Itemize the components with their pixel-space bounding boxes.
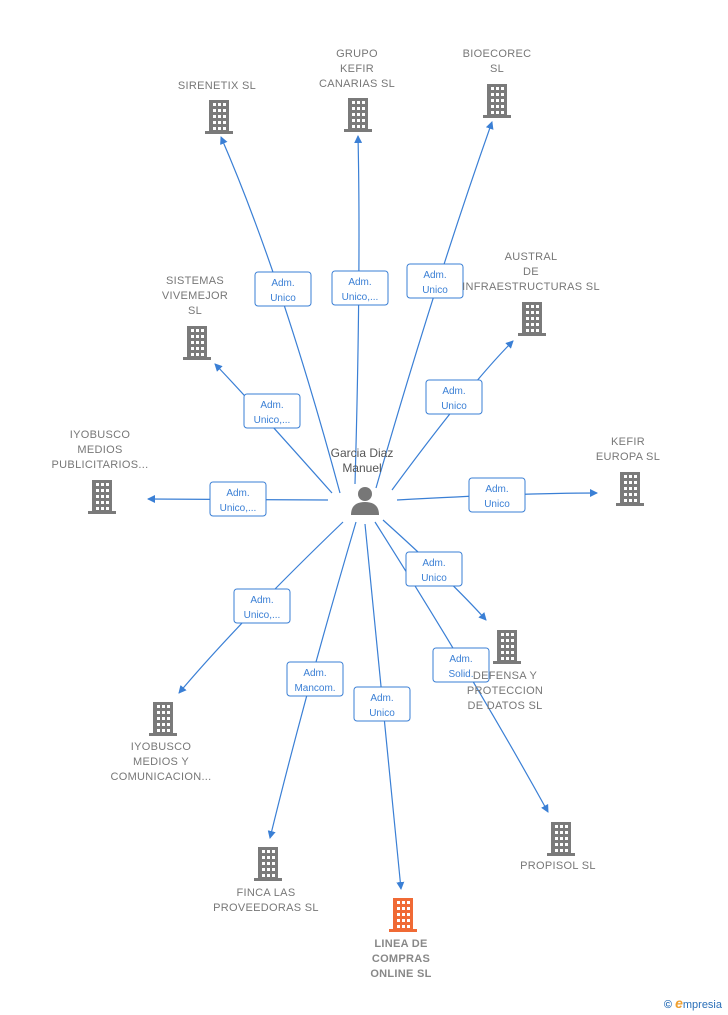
person-icon[interactable] <box>351 487 379 515</box>
role-text: Mancom. <box>294 683 335 694</box>
company-label-iyobusco-comunicacion: IYOBUSCO MEDIOS Y COMUNICACION... <box>110 741 212 783</box>
person-name: Garcia Diaz Manuel <box>330 446 394 475</box>
role-text: Unico <box>484 499 510 510</box>
role-badge[interactable]: Adm. Unico,... <box>331 270 389 306</box>
role-text: Unico <box>369 708 395 719</box>
company-label-defensa: DEFENSA Y PROTECCION DE DATOS SL <box>466 670 544 712</box>
company-label-linea: LINEA DE COMPRAS ONLINE SL <box>370 938 432 980</box>
role-text: Adm. <box>250 595 273 606</box>
footer-brand: © empresia <box>664 995 722 1011</box>
role-text: Adm. <box>370 693 393 704</box>
role-text: Unico,... <box>220 503 257 514</box>
role-badge[interactable]: Adm. Unico <box>353 686 411 722</box>
company-label-sistemas-vivemejor: SISTEMAS VIVEMEJOR SL <box>161 275 229 317</box>
building-icon[interactable] <box>344 98 372 132</box>
building-icon[interactable] <box>88 480 116 514</box>
building-icon[interactable] <box>183 326 211 360</box>
role-text: Adm. <box>271 278 294 289</box>
role-text: Adm. <box>422 558 445 569</box>
role-badge[interactable]: Adm. Unico <box>406 263 464 299</box>
role-text: Unico <box>421 573 447 584</box>
role-badge[interactable]: Adm. Unico,... <box>233 588 291 624</box>
relation-edge <box>375 121 494 489</box>
relation-edge <box>354 135 363 485</box>
role-text: Adm. <box>485 484 508 495</box>
building-icon[interactable] <box>483 84 511 118</box>
company-label-kefir-europa: KEFIR EUROPA SL <box>595 436 661 463</box>
role-badge[interactable]: Adm. Solid. <box>432 647 490 683</box>
role-text: Unico,... <box>254 415 291 426</box>
company-label-grupo-kefir: GRUPO KEFIR CANARIAS SL <box>318 48 396 90</box>
company-label-finca: FINCA LAS PROVEEDORAS SL <box>213 887 319 914</box>
role-text: Unico <box>270 293 296 304</box>
building-icon[interactable] <box>254 847 282 881</box>
role-badge[interactable]: Adm. Unico <box>254 271 312 307</box>
role-text: Adm. <box>442 386 465 397</box>
role-badge[interactable]: Adm. Unico,... <box>209 481 267 517</box>
role-badge[interactable]: Adm. Unico <box>405 551 463 587</box>
company-label-bioecorec: BIOECOREC SL <box>462 48 532 75</box>
role-text: Unico <box>422 285 448 296</box>
building-icon[interactable] <box>149 702 177 736</box>
company-label-propisol: PROPISOL SL <box>520 860 596 872</box>
brand-name: mpresia <box>682 999 722 1011</box>
company-label-iyobusco-publicitarios: IYOBUSCO MEDIOS PUBLICITARIOS... <box>51 429 149 471</box>
role-text: Unico <box>441 401 467 412</box>
role-text: Adm. <box>260 400 283 411</box>
role-badge[interactable]: Adm. Mancom. <box>286 661 344 697</box>
company-label-sirenetix: SIRENETIX SL <box>177 80 257 92</box>
role-text: Unico,... <box>244 610 281 621</box>
role-badge[interactable]: Adm. Unico <box>425 379 483 415</box>
copyright-symbol: © <box>663 999 673 1011</box>
building-icon[interactable] <box>518 302 546 336</box>
building-icon[interactable] <box>205 100 233 134</box>
building-icon[interactable] <box>547 822 575 856</box>
role-badge[interactable]: Adm. Unico,... <box>243 393 301 429</box>
role-badge[interactable]: Adm. Unico <box>468 477 526 513</box>
role-text: Adm. <box>226 488 249 499</box>
building-icon[interactable] <box>493 630 521 664</box>
role-text: Adm. <box>423 270 446 281</box>
role-text: Adm. <box>449 654 472 665</box>
building-icon[interactable] <box>616 472 644 506</box>
role-text: Adm. <box>303 668 326 679</box>
role-text: Adm. <box>348 277 371 288</box>
role-text: Unico,... <box>342 292 379 303</box>
role-text: Solid. <box>448 669 473 680</box>
company-label-austral: AUSTRAL DE INFRAESTRUCTURAS SL <box>462 251 600 293</box>
brand-initial: e <box>675 995 683 1011</box>
building-icon[interactable] <box>389 898 417 932</box>
